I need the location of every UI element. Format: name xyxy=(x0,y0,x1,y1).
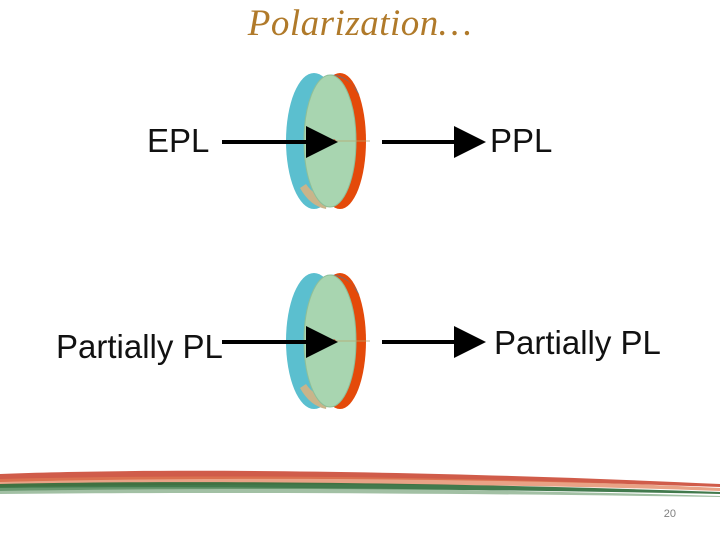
disk-center-dot xyxy=(332,139,336,143)
footer-swoosh xyxy=(0,470,720,497)
polarizer-disk-1 xyxy=(286,73,370,209)
output-label-partial: Partially PL xyxy=(494,324,661,361)
input-label-epl: EPL xyxy=(147,122,210,159)
input-label-partial: Partially PL xyxy=(56,328,223,365)
slide-title: Polarization… xyxy=(247,3,473,44)
disk-center-dot xyxy=(332,339,336,343)
page-number: 20 xyxy=(663,508,676,520)
output-label-ppl: PPL xyxy=(490,122,553,159)
